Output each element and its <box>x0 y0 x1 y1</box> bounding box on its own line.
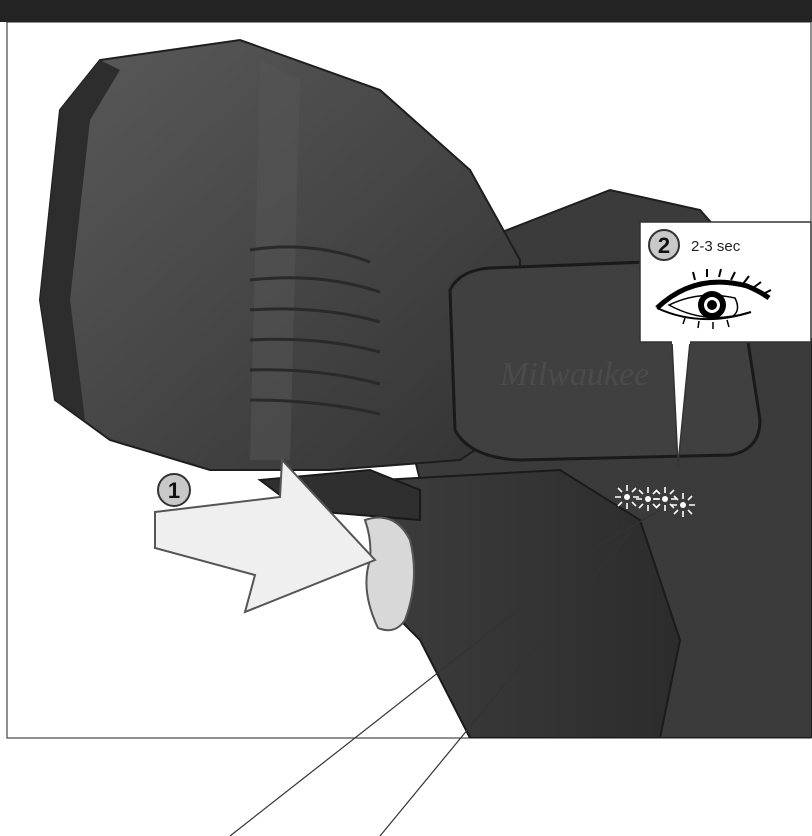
step-2-badge: 2 <box>649 230 679 260</box>
header-bar <box>0 0 812 22</box>
step-2-duration: 2-3 sec <box>691 238 741 255</box>
svg-text:Milwaukee: Milwaukee <box>499 356 649 393</box>
trigger <box>365 518 414 631</box>
step-1-badge: 1 <box>158 474 190 506</box>
step-1-number: 1 <box>168 478 180 503</box>
step-2-number: 2 <box>658 233 670 258</box>
